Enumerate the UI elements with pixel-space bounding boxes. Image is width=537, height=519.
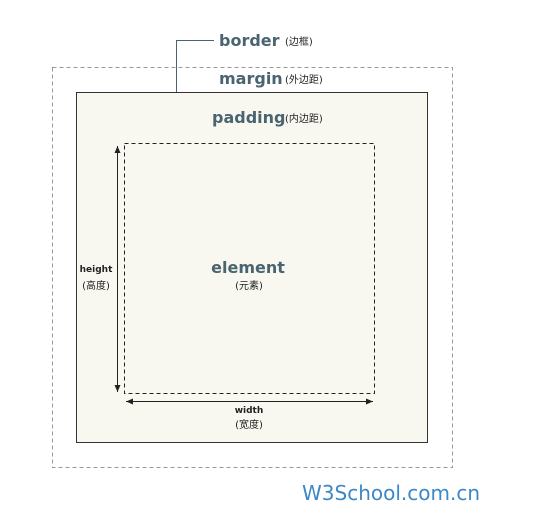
border-box [76,92,428,443]
border-cn-label: (边框) [285,35,313,48]
padding-cn-label: (内边距) [285,112,323,125]
border-label: border [219,31,280,50]
element-label: element [211,258,285,277]
height-cn-label: (高度) [82,279,110,292]
padding-label: padding [212,108,285,127]
margin-cn-label: (外边距) [285,74,323,86]
content-box [124,143,375,394]
height-label: height [80,265,113,275]
element-cn-label: (元素) [235,279,263,292]
watermark-logo: W3School.com.cn [302,481,480,505]
margin-label: margin [219,69,283,88]
width-cn-label: (宽度) [235,418,263,431]
margin-box [52,67,453,468]
width-label: width [235,406,264,416]
border-pointer-line [176,40,214,92]
